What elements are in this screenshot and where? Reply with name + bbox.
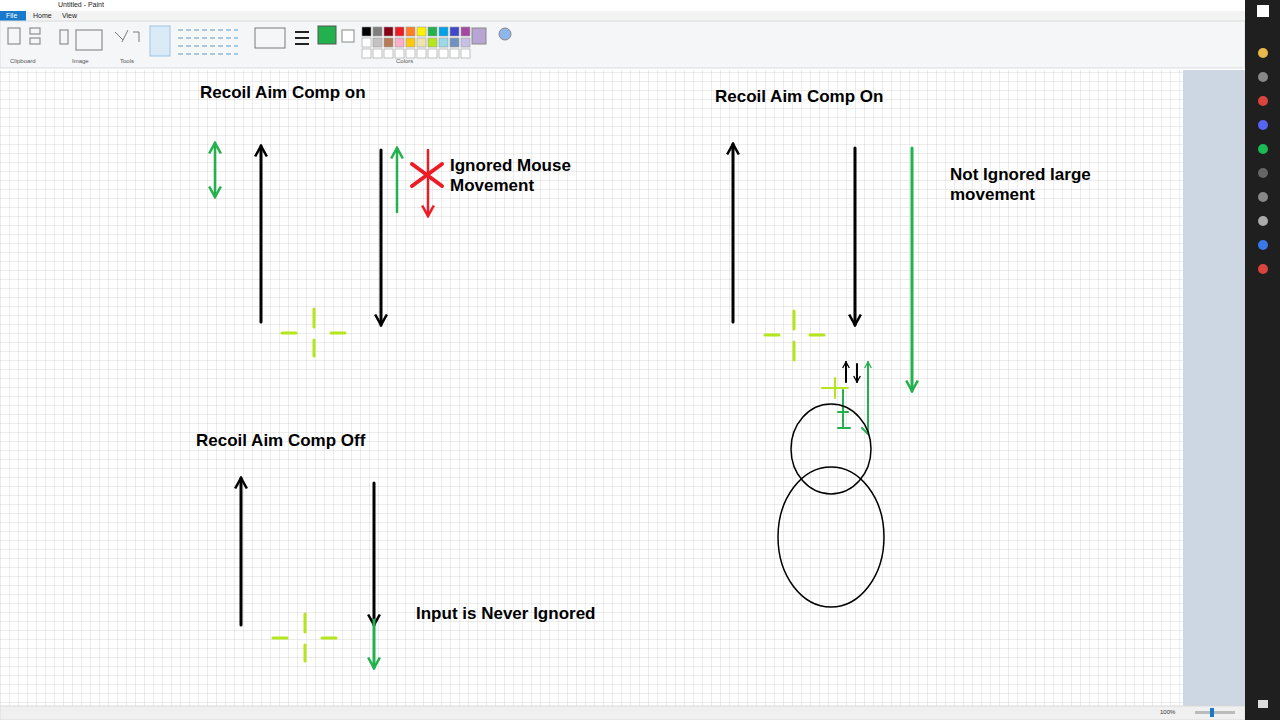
- ribbon-group-label: Tools: [120, 58, 150, 65]
- palette-swatch: [395, 49, 404, 58]
- palette-swatch: [406, 38, 415, 47]
- palette-swatch: [428, 38, 437, 47]
- palette-swatch: [450, 27, 459, 36]
- palette-swatch: [406, 27, 415, 36]
- palette-swatch: [373, 38, 382, 47]
- ribbon: [0, 21, 1245, 68]
- palette-swatch: [406, 49, 415, 58]
- palette-swatch: [373, 49, 382, 58]
- section-heading: Recoil Aim Comp Off: [196, 431, 456, 451]
- zoom-slider: [1195, 711, 1235, 714]
- annotation: Input is Never Ignored: [416, 604, 676, 624]
- ribbon-group-label: Clipboard: [10, 58, 50, 65]
- palette-swatch: [384, 38, 393, 47]
- annotation: Ignored Mouse Movement: [450, 156, 630, 195]
- ribbon-group-label: Colors: [396, 58, 436, 65]
- annotation: Not Ignored large movement: [950, 165, 1155, 204]
- palette-swatch: [384, 49, 393, 58]
- canvas-grid: [0, 70, 1183, 706]
- palette-swatch: [373, 27, 382, 36]
- palette-swatch: [417, 38, 426, 47]
- file-tab: [0, 11, 26, 21]
- palette-swatch: [362, 49, 371, 58]
- palette-swatch: [384, 27, 393, 36]
- palette-swatch: [450, 49, 459, 58]
- palette-swatch: [395, 27, 404, 36]
- canvas: [0, 70, 1183, 706]
- palette-swatch: [417, 27, 426, 36]
- status-bar: [0, 706, 1245, 720]
- menu-tab: Home: [33, 12, 59, 20]
- palette-swatch: [362, 27, 371, 36]
- workspace-background: [1183, 70, 1245, 706]
- panel-comp-off: [241, 478, 374, 668]
- tab-bar: [0, 11, 1245, 21]
- palette-swatch: [439, 49, 448, 58]
- panel-comp-on-large: [733, 144, 912, 607]
- menu-tab: File: [6, 12, 26, 20]
- menu-tab: View: [62, 12, 86, 20]
- palette-swatch: [461, 49, 470, 58]
- taskbar: [1245, 0, 1280, 720]
- zoom-thumb: [1210, 708, 1214, 717]
- palette-swatch: [395, 38, 404, 47]
- zoom-level: 100%: [1160, 709, 1190, 716]
- palette-swatch: [439, 27, 448, 36]
- ribbon-group-label: Image: [72, 58, 102, 65]
- panel-comp-on-small: [215, 143, 442, 356]
- palette-swatch: [439, 38, 448, 47]
- title-bar: [0, 0, 1245, 11]
- color-palette: [362, 27, 470, 58]
- palette-swatch: [461, 38, 470, 47]
- section-heading: Recoil Aim Comp on: [200, 83, 460, 103]
- palette-swatch: [428, 49, 437, 58]
- section-heading: Recoil Aim Comp On: [715, 87, 975, 107]
- taskbar-icons: [1257, 5, 1269, 708]
- palette-swatch: [450, 38, 459, 47]
- palette-swatch: [417, 49, 426, 58]
- window-title: Untitled - Paint: [58, 1, 178, 9]
- palette-swatch: [461, 27, 470, 36]
- palette-swatch: [428, 27, 437, 36]
- palette-swatch: [362, 38, 371, 47]
